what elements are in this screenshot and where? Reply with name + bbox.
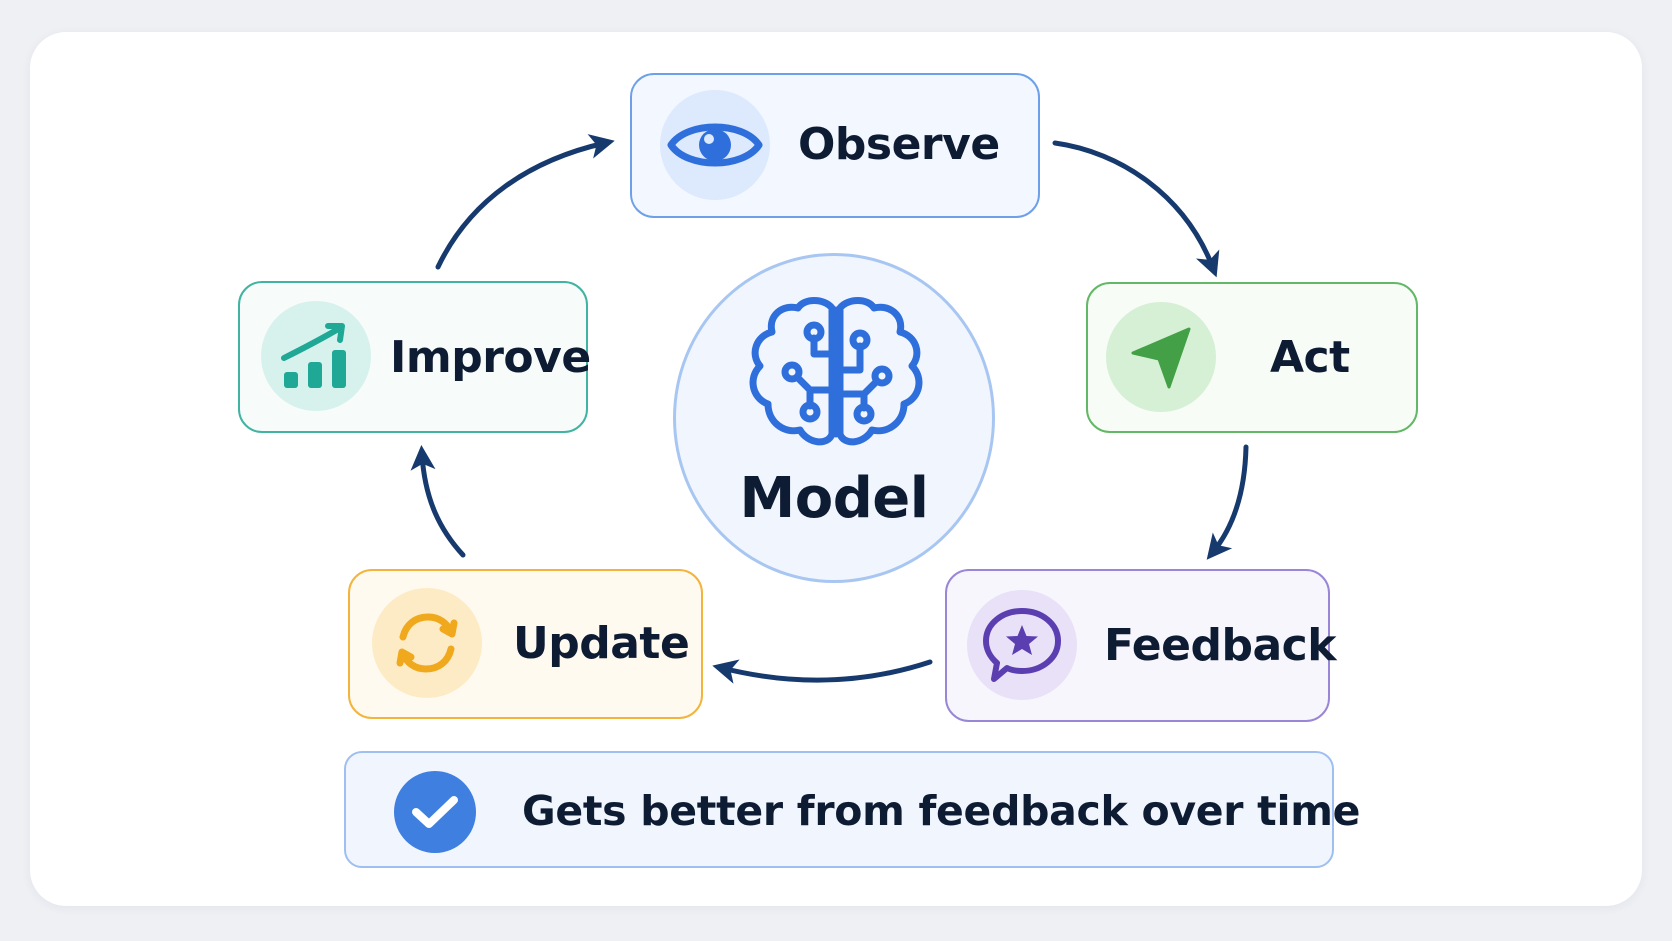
improve-label: Improve (390, 332, 591, 383)
check-circle-icon (394, 771, 476, 853)
feedback-node: Feedback (945, 569, 1336, 722)
act-label: Act (1270, 332, 1350, 383)
update-label: Update (513, 618, 690, 669)
eye-icon (660, 90, 770, 200)
observe-node: Observe (630, 73, 1040, 218)
model-label: Model (739, 466, 929, 531)
improve-node: Improve (238, 281, 591, 433)
send-arrow-icon (1106, 302, 1216, 412)
observe-label: Observe (798, 119, 1000, 170)
feedback-label: Feedback (1104, 620, 1336, 671)
chat-star-icon (967, 590, 1077, 700)
growth-chart-icon (261, 301, 371, 411)
model-hub: Model (673, 253, 995, 583)
summary-banner: Gets better from feedback over time (344, 751, 1360, 868)
brain-circuit-icon (749, 297, 923, 446)
update-node: Update (348, 569, 703, 719)
summary-text: Gets better from feedback over time (522, 787, 1361, 835)
refresh-icon (372, 588, 482, 698)
act-node: Act (1086, 282, 1418, 433)
